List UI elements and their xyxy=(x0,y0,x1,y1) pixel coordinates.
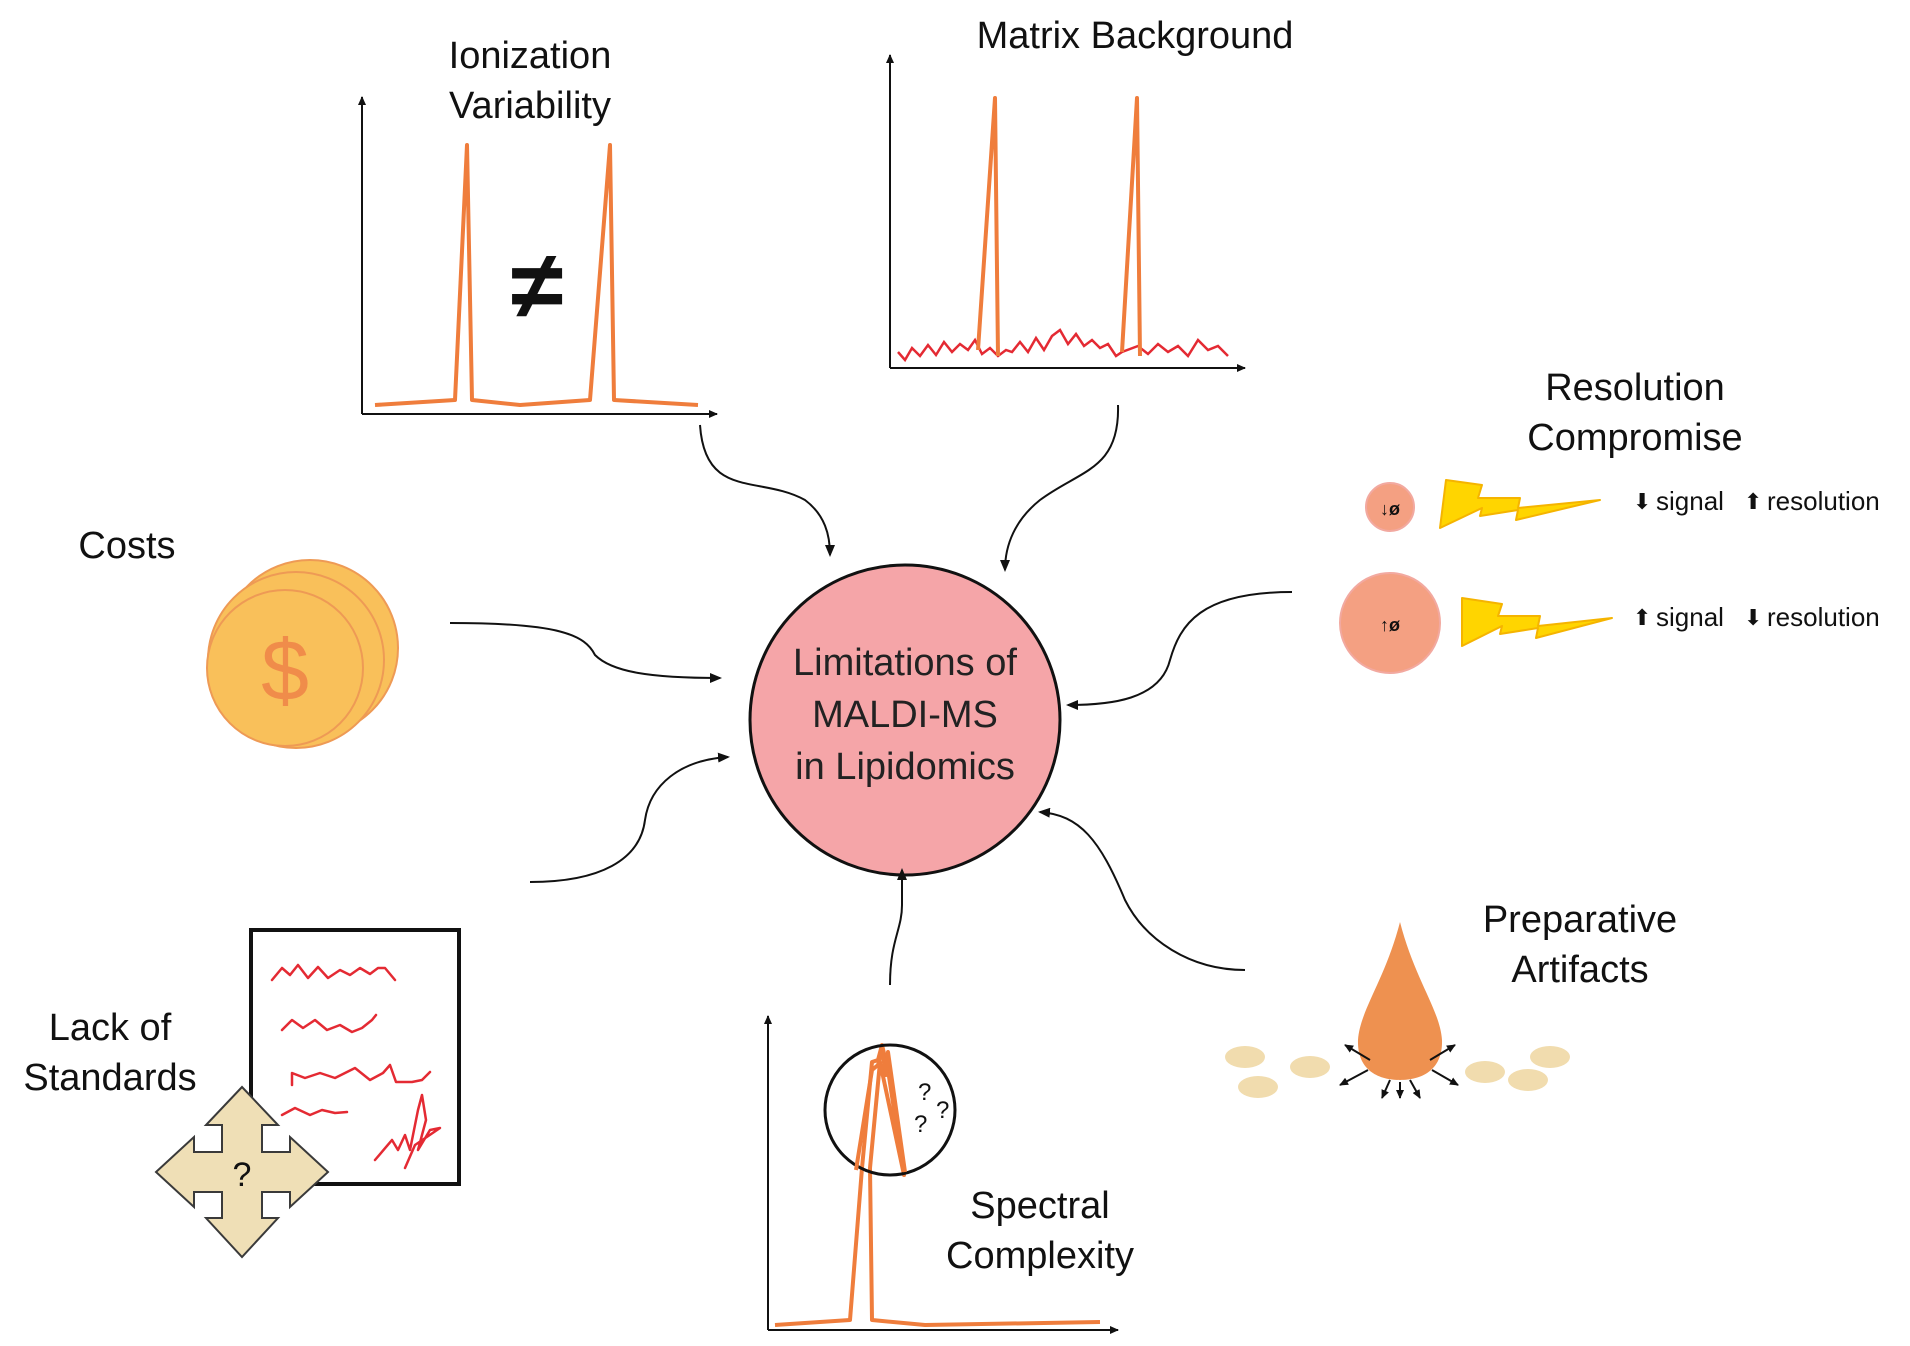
preparative-title-line2: Artifacts xyxy=(1511,949,1648,991)
matrix-peaks xyxy=(976,96,1142,357)
ionization-peaks xyxy=(374,143,699,407)
splash-arrow xyxy=(1339,1069,1369,1086)
dollar-sign-icon: $ xyxy=(261,623,309,719)
scribble-line xyxy=(280,1013,378,1034)
splash-arrow xyxy=(1429,1044,1456,1061)
question-mark-icon: ? xyxy=(918,1079,931,1106)
arrow-down-icon: ⬇ xyxy=(1633,489,1651,514)
lack-of-standards: Lack of Standards ? xyxy=(23,928,461,1259)
arrow-from-preparative xyxy=(1038,807,1246,971)
crystal-spot xyxy=(1530,1046,1570,1068)
connector-arrows xyxy=(449,404,1293,986)
spectral-title-line2: Complexity xyxy=(946,1235,1134,1277)
question-arrows-icon: ? xyxy=(154,1085,330,1259)
question-mark-icon: ? xyxy=(936,1097,949,1124)
costs-title: Costs xyxy=(78,525,175,567)
arrow-up-icon: ⬆ xyxy=(1633,605,1651,630)
question-mark-icon: ? xyxy=(914,1111,927,1138)
scribble-line xyxy=(270,963,397,982)
large-laser-spot xyxy=(1339,572,1441,674)
splash-arrow xyxy=(1344,1044,1371,1061)
crystal-spot xyxy=(1290,1056,1330,1078)
matrix-background: Matrix Background xyxy=(886,15,1294,372)
ionization-title-line1: Ionization xyxy=(449,35,612,77)
arrow-from-standards xyxy=(529,752,730,883)
droplet-icon xyxy=(1339,922,1459,1099)
resolution-row-small-spot: ↓ø ⬇ signal ⬆ resolution xyxy=(1365,479,1880,532)
laser-bolt-icon xyxy=(1439,479,1601,529)
zoom-peak xyxy=(854,1048,907,1173)
center-label-line3: in Lipidomics xyxy=(795,746,1015,788)
center-label-line2: MALDI-MS xyxy=(812,694,998,736)
scribble-line xyxy=(290,1063,432,1087)
spectral-spectrum xyxy=(764,1015,1119,1334)
ionization-title-line2: Variability xyxy=(449,85,611,127)
spectral-title-line1: Spectral xyxy=(970,1185,1109,1227)
arrow-from-ionization xyxy=(699,424,835,557)
not-equal-symbol: ≠ xyxy=(511,232,564,339)
large-spot-label: ↑ø xyxy=(1380,615,1400,635)
resolution-title-line2: Compromise xyxy=(1527,417,1742,459)
laser-bolt-icon xyxy=(1461,597,1613,647)
row1-resolution-text: resolution xyxy=(1767,486,1880,516)
crystal-spot xyxy=(1238,1076,1278,1098)
arrow-from-costs xyxy=(449,622,722,683)
four-way-arrow-shape xyxy=(154,1085,330,1259)
crystal-spot xyxy=(1508,1069,1548,1091)
matrix-noise xyxy=(897,328,1229,363)
resolution-compromise: Resolution Compromise ↓ø ⬇ signal ⬆ reso… xyxy=(1339,367,1880,674)
arrow-down-icon: ⬇ xyxy=(1744,605,1762,630)
zoom-circle xyxy=(823,1043,957,1177)
coins-icon: $ xyxy=(206,559,399,749)
splash-arrows xyxy=(1339,1044,1459,1099)
preparative-title-line1: Preparative xyxy=(1483,899,1677,941)
resolution-row-large-spot: ↑ø ⬆ signal ⬇ resolution xyxy=(1339,572,1880,674)
crystal-spot xyxy=(1225,1046,1265,1068)
small-spot-label: ↓ø xyxy=(1380,499,1400,519)
center-node: Limitations of MALDI-MS in Lipidomics xyxy=(748,563,1062,877)
matrix-title: Matrix Background xyxy=(977,15,1294,57)
arrow-from-matrix xyxy=(1000,404,1120,572)
arrow-from-resolution xyxy=(1066,591,1293,710)
coin-front xyxy=(206,589,364,747)
row2-resolution-text: resolution xyxy=(1767,602,1880,632)
ionization-spectrum xyxy=(358,96,718,418)
question-mark-icon: ? xyxy=(233,1156,252,1194)
droplet-shape xyxy=(1357,922,1443,1080)
crystal-spot xyxy=(1465,1061,1505,1083)
splash-arrow xyxy=(1409,1079,1421,1099)
splash-arrow xyxy=(1431,1069,1459,1086)
standards-title-line1: Lack of xyxy=(49,1007,172,1049)
signature-icon xyxy=(373,1093,442,1170)
arrow-up-icon: ⬆ xyxy=(1744,489,1762,514)
preparative-artifacts: Preparative Artifacts xyxy=(1225,899,1677,1099)
ionization-variability: Ionization Variability ≠ xyxy=(358,35,718,418)
splash-arrow xyxy=(1381,1079,1391,1099)
row2-signal-text: signal xyxy=(1656,602,1724,632)
spectral-complexity: Spectral Complexity ? ? ? xyxy=(764,1015,1134,1334)
center-label-line1: Limitations of xyxy=(793,642,1017,684)
resolution-title-line1: Resolution xyxy=(1545,367,1725,409)
row1-signal-text: signal xyxy=(1656,486,1724,516)
zoom-lens: ? ? ? xyxy=(823,1043,957,1177)
costs: Costs $ xyxy=(78,525,399,749)
crystal-spots xyxy=(1225,1046,1570,1098)
scribble-line xyxy=(280,1106,349,1117)
matrix-spectrum xyxy=(886,54,1246,372)
document-icon xyxy=(249,928,461,1186)
arrow-from-spectral xyxy=(889,868,907,986)
standards-title-line2: Standards xyxy=(23,1057,196,1099)
small-laser-spot xyxy=(1365,482,1415,532)
